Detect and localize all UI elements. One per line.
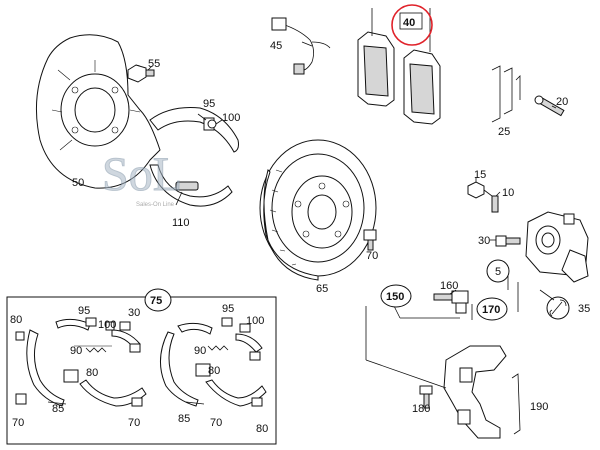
label-95: 95: [222, 303, 234, 315]
part-labels: 40 45 55 50 95 100 110 65 70 20 25 15 10…: [10, 17, 590, 435]
label-100: 100: [246, 315, 264, 327]
clip-190: [511, 373, 521, 435]
bolt-180: [419, 385, 433, 409]
bolt-30: [495, 235, 521, 247]
label-100: 100: [222, 112, 240, 124]
label-70: 70: [12, 417, 24, 429]
brake-pads: [357, 8, 441, 125]
watermark-logo-text: SoL: [102, 148, 182, 201]
label-65: 65: [316, 283, 328, 295]
label-85: 85: [178, 413, 190, 425]
label-70: 70: [210, 417, 222, 429]
label-55: 55: [148, 58, 160, 70]
label-95: 95: [78, 305, 90, 317]
label-80: 80: [256, 423, 268, 435]
highlight-circle: [391, 4, 433, 46]
backing-plate: [35, 34, 161, 189]
label-40: 40: [403, 17, 415, 29]
label-20: 20: [556, 96, 568, 108]
label-80: 80: [10, 314, 22, 326]
label-50: 50: [72, 177, 84, 189]
label-90: 90: [194, 345, 206, 357]
wrench-icon: [546, 296, 570, 320]
label-frames: [144, 12, 510, 321]
label-85: 85: [52, 403, 64, 415]
caliper-bracket: [443, 345, 507, 439]
watermark-subtitle: Sales-On Line: [136, 202, 175, 208]
spring-clips: [491, 65, 521, 123]
label-35: 35: [578, 303, 590, 315]
bolt-55: [127, 64, 155, 83]
label-95: 95: [203, 98, 215, 110]
label-70: 70: [128, 417, 140, 429]
label-170: 170: [482, 304, 500, 316]
bolt-70: [363, 229, 377, 251]
parking-brake-shoes: [149, 107, 239, 207]
brake-disc: [259, 139, 377, 281]
label-70: 70: [366, 250, 378, 262]
wear-sensor: [271, 17, 331, 75]
label-80: 80: [86, 367, 98, 379]
label-30: 30: [128, 307, 140, 319]
label-45: 45: [270, 40, 282, 52]
label-150: 150: [386, 291, 404, 303]
label-5: 5: [495, 266, 501, 278]
label-15: 15: [474, 169, 486, 181]
label-10: 10: [502, 187, 514, 199]
parking-shoe-kit-box: [6, 296, 277, 445]
label-30: 30: [478, 235, 490, 247]
guide-pin-160: [433, 290, 469, 314]
caliper: [525, 211, 589, 283]
pin-20: [534, 95, 565, 117]
bleeder-valve: [467, 181, 499, 213]
label-100: 100: [98, 319, 116, 331]
label-110: 110: [172, 217, 190, 229]
label-25: 25: [498, 126, 510, 138]
label-75: 75: [150, 295, 162, 307]
watermark-logo: SoL Sales-On Line: [102, 148, 183, 209]
leader-lines: [135, 41, 557, 389]
label-180: 180: [412, 403, 430, 415]
label-80: 80: [208, 365, 220, 377]
label-160: 160: [440, 280, 458, 292]
label-90: 90: [70, 345, 82, 357]
label-190: 190: [530, 401, 548, 413]
